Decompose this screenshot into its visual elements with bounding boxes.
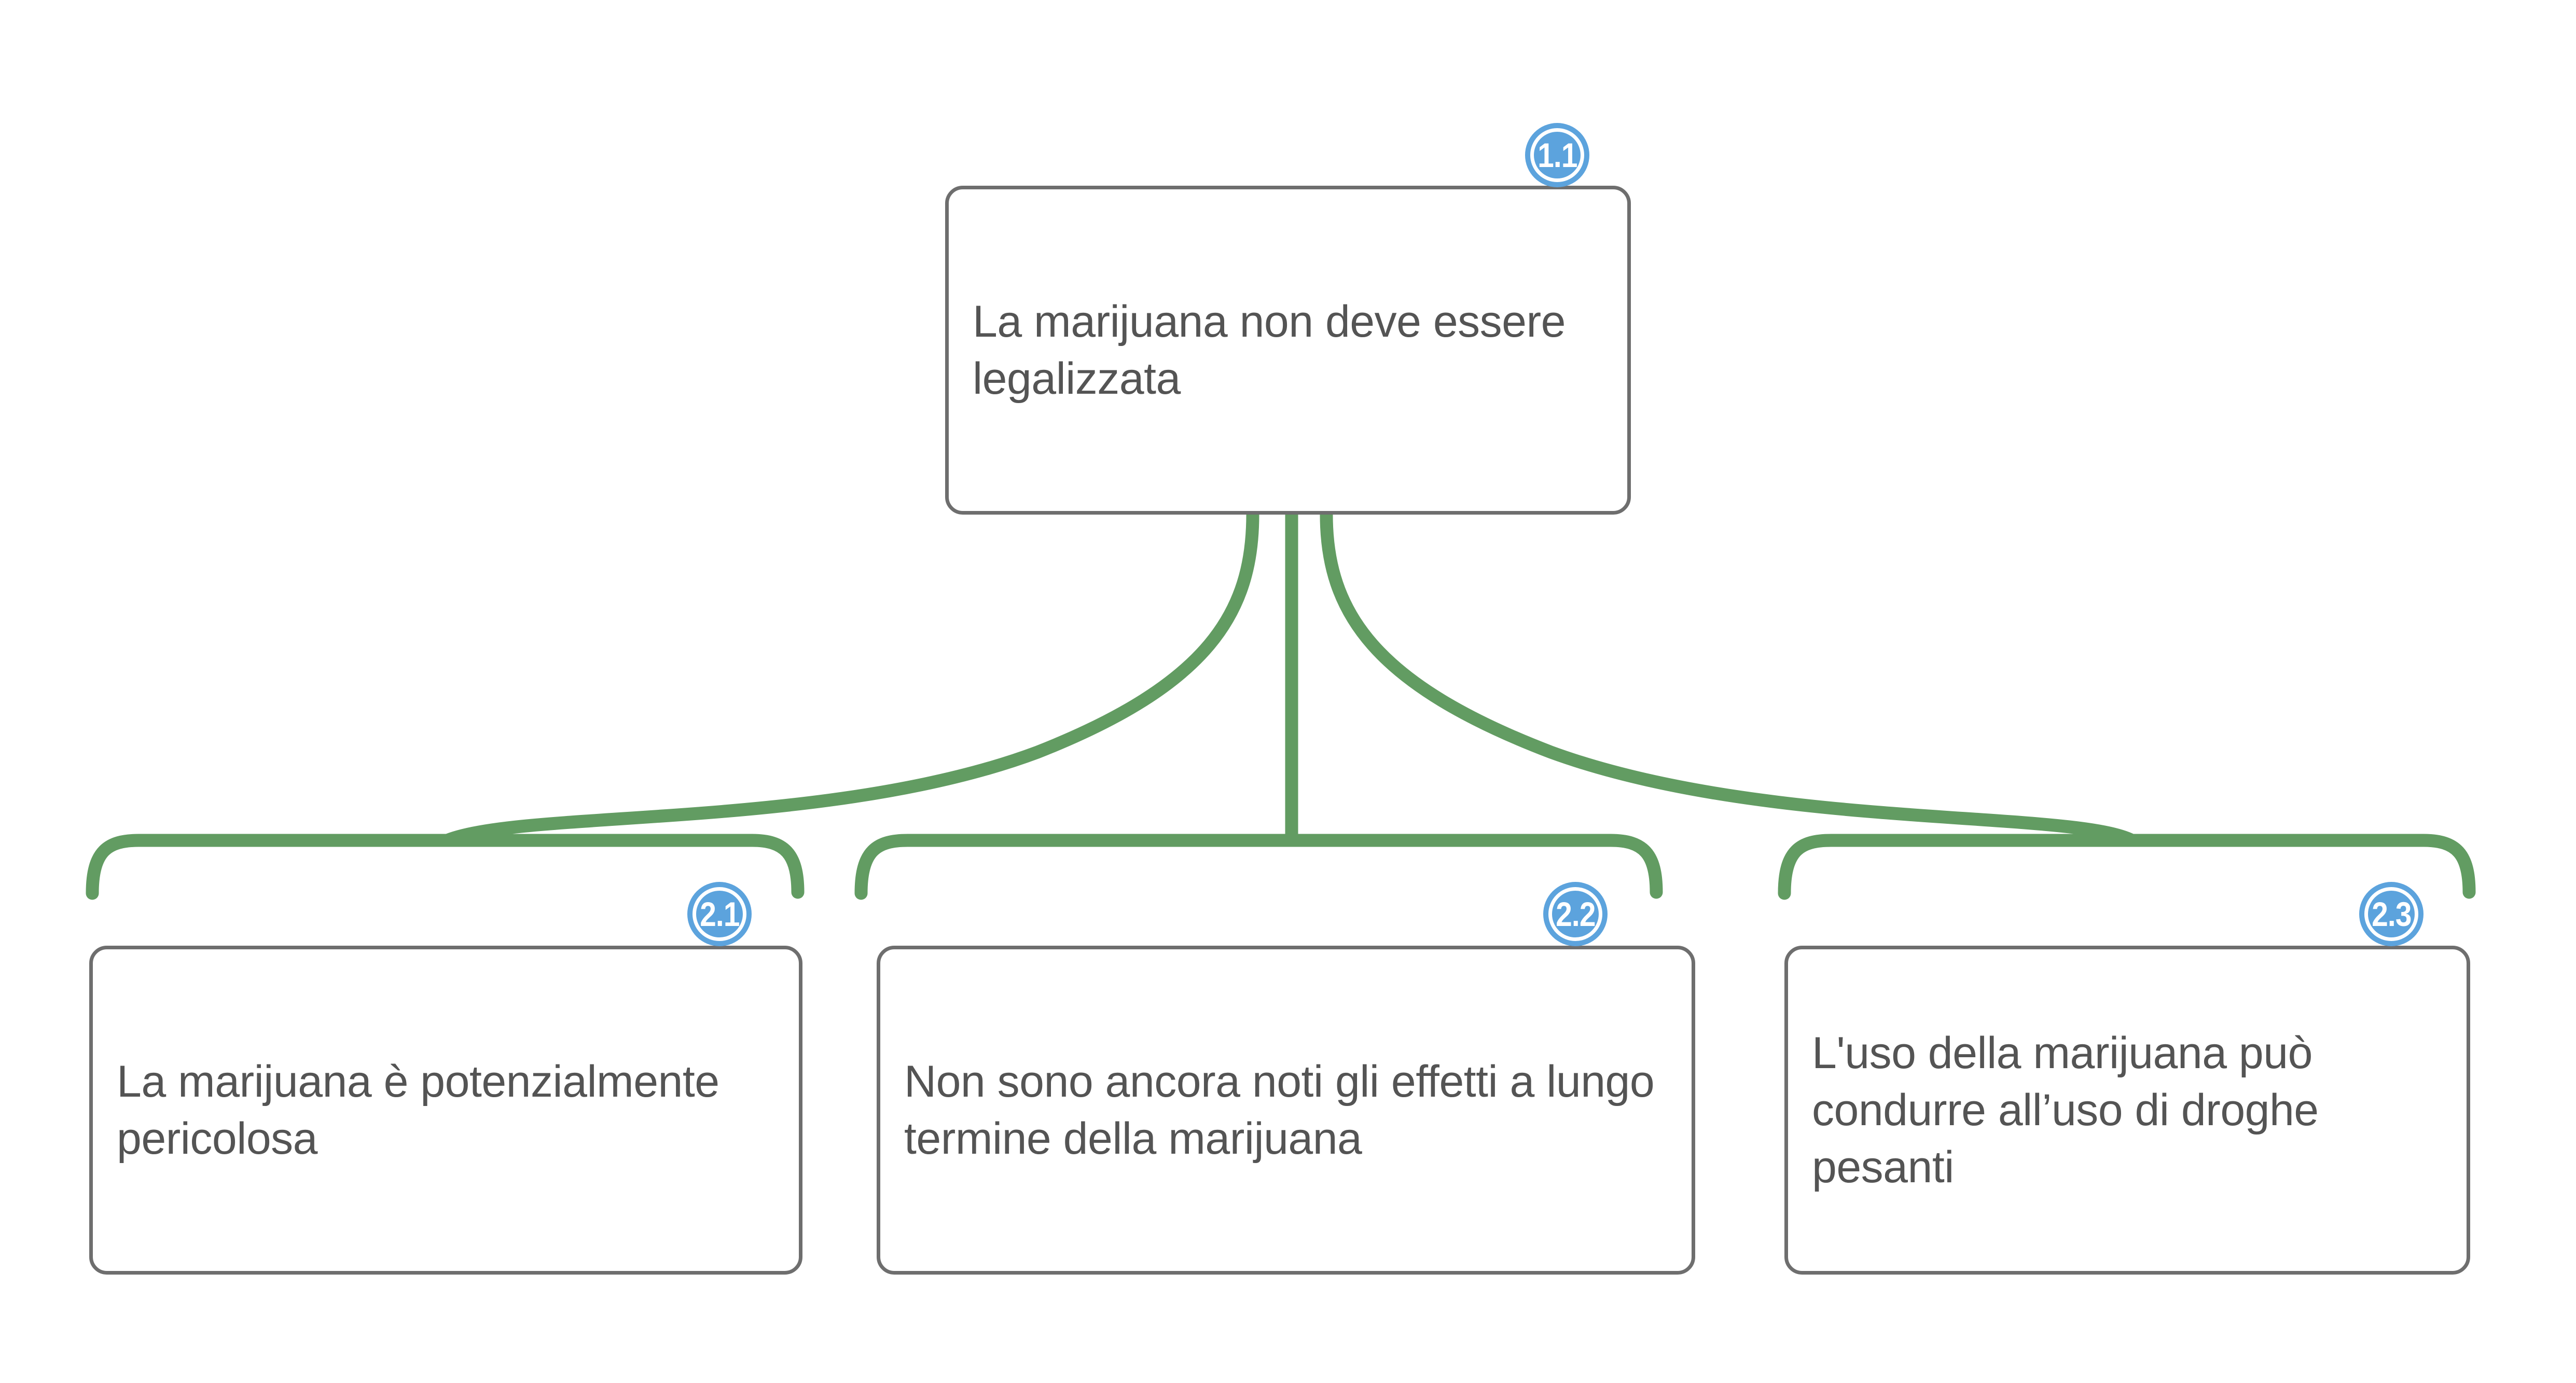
- node-1-1-text: La marijuana non deve essere legalizzata: [973, 296, 1566, 404]
- bracket-2-2: [854, 834, 1663, 900]
- bracket-2-3: [1778, 834, 2476, 900]
- badge-2-3[interactable]: 2.3: [2359, 882, 2423, 946]
- badge-1-1[interactable]: 1.1: [1525, 123, 1589, 187]
- node-2-2-text: Non sono ancora noti gli effetti a lungo…: [904, 1056, 1655, 1164]
- badge-2-1[interactable]: 2.1: [687, 882, 752, 946]
- node-2-2[interactable]: Non sono ancora noti gli effetti a lungo…: [877, 946, 1695, 1275]
- edge-1-1-to-2-3: [1320, 508, 2139, 847]
- badge-2-2[interactable]: 2.2: [1543, 882, 1608, 946]
- badge-1-1-label: 1.1: [1537, 136, 1577, 174]
- node-2-1[interactable]: La marijuana è potenzialmente pericolosa: [89, 946, 802, 1275]
- node-2-3-text: L'uso della marijuana può condurre all’u…: [1812, 1028, 2319, 1193]
- bracket-2-1: [86, 834, 805, 900]
- edge-1-1-to-2-1: [440, 508, 1259, 847]
- node-2-1-text: La marijuana è potenzialmente pericolosa: [117, 1056, 719, 1164]
- badge-2-3-label: 2.3: [2371, 895, 2412, 933]
- badge-2-1-label: 2.1: [699, 895, 740, 933]
- badge-2-2-label: 2.2: [1555, 895, 1596, 933]
- node-1-1[interactable]: La marijuana non deve essere legalizzata: [945, 186, 1631, 515]
- node-2-3[interactable]: L'uso della marijuana può condurre all’u…: [1784, 946, 2470, 1275]
